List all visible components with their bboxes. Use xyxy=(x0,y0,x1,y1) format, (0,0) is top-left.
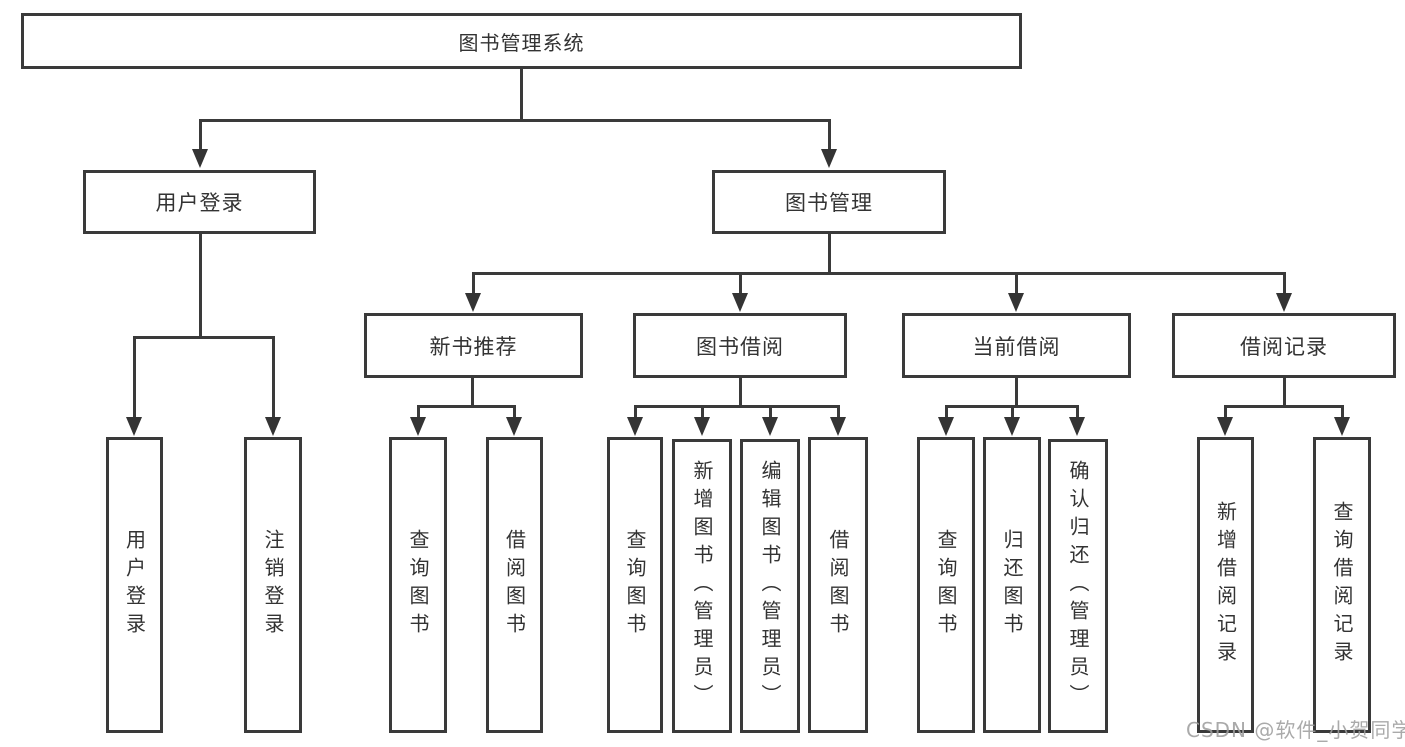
arrowhead-down xyxy=(1334,417,1350,436)
node-label: 新增借阅记录 xyxy=(1213,501,1238,669)
connector-line xyxy=(701,405,704,420)
node-label: 确认归还（管理员） xyxy=(1066,460,1090,712)
arrowhead-down xyxy=(1217,417,1233,436)
node-leaf-query-books: 查询图书 xyxy=(607,437,663,733)
connector-line xyxy=(199,234,202,337)
arrowhead-down xyxy=(126,417,142,436)
node-leaf-query-books: 查询图书 xyxy=(389,437,447,733)
connector-line xyxy=(1076,405,1079,420)
node-label: 查询图书 xyxy=(623,529,647,641)
node-leaf-user-login: 用户登录 xyxy=(106,437,163,733)
connector-line xyxy=(1341,405,1344,420)
connector-line xyxy=(513,405,516,420)
node-label: 归还图书 xyxy=(1000,529,1024,641)
node-borrowing-records: 借阅记录 xyxy=(1172,313,1396,378)
connector-line xyxy=(1015,378,1018,407)
node-label: 查询图书 xyxy=(406,529,430,641)
node-library-management-system: 图书管理系统 xyxy=(21,13,1022,69)
node-book-management: 图书管理 xyxy=(712,170,946,234)
arrowhead-down xyxy=(1276,293,1292,312)
arrowhead-down xyxy=(1004,417,1020,436)
arrowhead-down xyxy=(410,417,426,436)
node-label: 借阅记录 xyxy=(1240,334,1328,359)
connector-line xyxy=(417,405,516,408)
connector-line xyxy=(471,378,474,407)
connector-line xyxy=(945,405,948,420)
node-leaf-borrow-books: 借阅图书 xyxy=(808,437,868,733)
connector-line xyxy=(1011,405,1014,420)
connector-line xyxy=(133,336,274,339)
node-label: 新书推荐 xyxy=(429,334,518,359)
node-label: 新增图书（管理员） xyxy=(690,460,714,712)
connector-line xyxy=(739,272,742,296)
node-label: 借阅图书 xyxy=(502,529,527,641)
connector-line xyxy=(739,378,742,407)
arrowhead-down xyxy=(1069,417,1085,436)
node-label: 查询图书 xyxy=(934,529,958,641)
arrowhead-down xyxy=(830,417,846,436)
arrowhead-down xyxy=(762,417,778,436)
node-current-borrowing: 当前借阅 xyxy=(902,313,1131,378)
connector-line xyxy=(272,336,275,419)
connector-line xyxy=(828,119,831,151)
node-label: 当前借阅 xyxy=(972,334,1061,359)
connector-line xyxy=(837,405,840,420)
node-label: 用户登录 xyxy=(155,191,244,215)
node-book-borrowing: 图书借阅 xyxy=(633,313,847,378)
node-new-book-recommendation: 新书推荐 xyxy=(364,313,583,378)
connector-line xyxy=(828,234,831,274)
node-leaf-add-borrow-record: 新增借阅记录 xyxy=(1197,437,1254,733)
connector-line xyxy=(1283,272,1286,296)
connector-line xyxy=(1283,378,1286,407)
node-leaf-query-books: 查询图书 xyxy=(917,437,975,733)
node-leaf-confirm-return-admin: 确认归还（管理员） xyxy=(1048,439,1108,733)
connector-line xyxy=(417,405,420,420)
arrowhead-down xyxy=(192,149,208,168)
arrowhead-down xyxy=(627,417,643,436)
node-user-login: 用户登录 xyxy=(83,170,316,234)
arrowhead-down xyxy=(694,417,710,436)
node-leaf-add-books-admin: 新增图书（管理员） xyxy=(672,439,732,733)
arrowhead-down xyxy=(821,149,837,168)
node-leaf-borrow-books: 借阅图书 xyxy=(486,437,543,733)
arrowhead-down xyxy=(732,293,748,312)
arrowhead-down xyxy=(506,417,522,436)
connector-line xyxy=(133,336,136,419)
connector-line xyxy=(472,272,475,296)
connector-line xyxy=(1015,272,1018,296)
connector-line xyxy=(520,68,523,119)
node-label: 用户登录 xyxy=(122,529,147,641)
connector-line xyxy=(634,405,637,420)
node-label: 编辑图书（管理员） xyxy=(758,460,782,712)
watermark: CSDN @软件_小贺同学 xyxy=(1186,718,1405,742)
arrowhead-down xyxy=(265,417,281,436)
arrowhead-down xyxy=(1008,293,1024,312)
node-leaf-edit-books-admin: 编辑图书（管理员） xyxy=(740,439,800,733)
node-label: 图书管理 xyxy=(785,191,873,215)
connector-line xyxy=(199,119,202,151)
connector-line xyxy=(1224,405,1343,408)
node-leaf-logout: 注销登录 xyxy=(244,437,302,733)
connector-line xyxy=(634,405,839,408)
arrowhead-down xyxy=(465,293,481,312)
node-leaf-query-borrow-record: 查询借阅记录 xyxy=(1313,437,1371,733)
node-label: 注销登录 xyxy=(261,529,285,641)
connector-line xyxy=(200,119,830,122)
connector-line xyxy=(472,272,1285,275)
node-leaf-return-books: 归还图书 xyxy=(983,437,1041,733)
node-label: 图书借阅 xyxy=(696,334,784,359)
node-label: 图书管理系统 xyxy=(458,30,585,55)
connector-line xyxy=(769,405,772,420)
node-label: 查询借阅记录 xyxy=(1330,501,1354,669)
node-label: 借阅图书 xyxy=(826,529,850,641)
arrowhead-down xyxy=(938,417,954,436)
connector-line xyxy=(1224,405,1227,420)
